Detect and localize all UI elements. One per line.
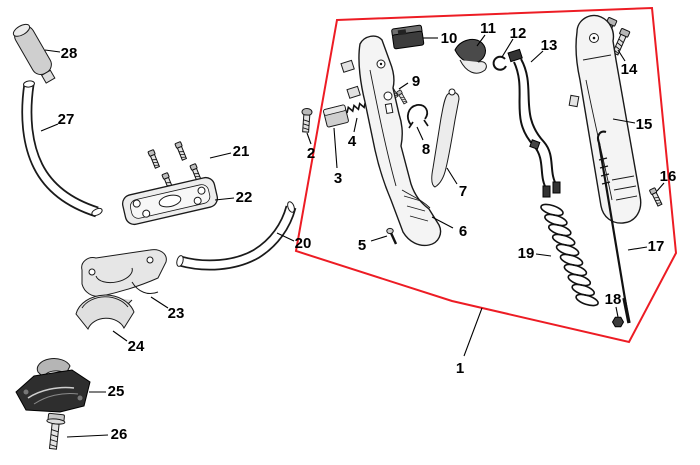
part-label-7: 7 xyxy=(459,183,467,200)
part-label-21: 21 xyxy=(233,143,250,160)
part-label-15: 15 xyxy=(636,116,653,133)
part-label-10: 10 xyxy=(441,30,458,47)
part-24-clamp-half xyxy=(75,294,135,330)
part-28-grip xyxy=(12,23,56,84)
part-10-switch xyxy=(391,24,425,50)
part-label-28: 28 xyxy=(61,45,78,62)
label-21: 21 xyxy=(209,143,250,160)
part-label-5: 5 xyxy=(358,237,366,254)
part-label-3: 3 xyxy=(334,170,342,187)
part-label-19: 19 xyxy=(518,245,535,262)
part-1-assembly-outline xyxy=(294,6,678,344)
part-13-wiring-harness xyxy=(507,48,561,198)
label-7: 7 xyxy=(446,167,467,200)
part-27-shaft-tube-left xyxy=(21,80,103,218)
part-12-retaining-ring xyxy=(492,55,507,71)
label-24: 24 xyxy=(112,330,145,355)
part-label-24: 24 xyxy=(128,338,145,355)
label-14: 14 xyxy=(617,49,638,78)
part-label-13: 13 xyxy=(541,37,558,54)
label-16: 16 xyxy=(656,168,677,192)
part-25-mount-base xyxy=(15,358,91,413)
part-label-27: 27 xyxy=(58,111,75,128)
label-1: 1 xyxy=(456,307,483,377)
label-10: 10 xyxy=(423,30,457,47)
part-label-12: 12 xyxy=(510,25,527,42)
label-23: 23 xyxy=(150,296,185,322)
label-19: 19 xyxy=(518,245,552,262)
label-28: 28 xyxy=(44,45,78,62)
part-5-pin-screw xyxy=(386,227,398,245)
part-15-right-housing xyxy=(568,14,642,224)
label-27: 27 xyxy=(40,111,75,132)
label-17: 17 xyxy=(627,238,665,255)
part-label-11: 11 xyxy=(480,20,496,37)
part-label-2: 2 xyxy=(307,145,315,162)
label-8: 8 xyxy=(416,126,430,158)
part-label-17: 17 xyxy=(648,238,665,255)
part-label-23: 23 xyxy=(168,305,185,322)
label-18: 18 xyxy=(605,291,622,318)
part-label-8: 8 xyxy=(422,141,430,158)
part-label-25: 25 xyxy=(108,383,125,400)
label-26: 26 xyxy=(66,426,128,443)
label-11: 11 xyxy=(476,20,496,47)
part-label-16: 16 xyxy=(660,168,677,185)
label-4: 4 xyxy=(348,117,358,150)
part-label-18: 18 xyxy=(605,291,622,308)
part-8-wire-clip xyxy=(406,104,429,129)
part-19-coil-spring xyxy=(540,203,599,307)
part-label-1: 1 xyxy=(456,360,464,377)
label-2: 2 xyxy=(306,132,315,162)
label-9: 9 xyxy=(398,73,420,90)
part-22-clamp-plate xyxy=(121,176,219,226)
label-20: 20 xyxy=(276,232,312,252)
part-20-shaft-tube-right xyxy=(176,201,297,271)
part-label-6: 6 xyxy=(459,223,467,240)
part-17-throttle-rod xyxy=(596,130,631,324)
label-5: 5 xyxy=(358,235,388,254)
part-label-14: 14 xyxy=(621,61,638,78)
part-6-left-housing xyxy=(340,35,442,247)
label-12: 12 xyxy=(501,25,527,58)
part-label-4: 4 xyxy=(348,133,357,150)
label-22: 22 xyxy=(214,189,253,206)
part-26-mount-bolt xyxy=(46,412,66,450)
part-7-throttle-lever xyxy=(431,88,460,188)
part-18-lock-nut xyxy=(611,316,625,328)
part-label-26: 26 xyxy=(111,426,128,443)
label-6: 6 xyxy=(431,216,467,240)
part-labels: 1 2 3 4 5 6 7 8 xyxy=(40,20,677,443)
part-label-9: 9 xyxy=(412,73,420,90)
label-25: 25 xyxy=(89,383,124,400)
label-3: 3 xyxy=(333,127,342,187)
part-label-22: 22 xyxy=(236,189,253,206)
label-15: 15 xyxy=(612,116,653,133)
label-13: 13 xyxy=(530,37,558,63)
part-label-20: 20 xyxy=(295,235,312,252)
part-3-spacer-block xyxy=(323,104,349,128)
part-2-screw xyxy=(301,107,313,133)
